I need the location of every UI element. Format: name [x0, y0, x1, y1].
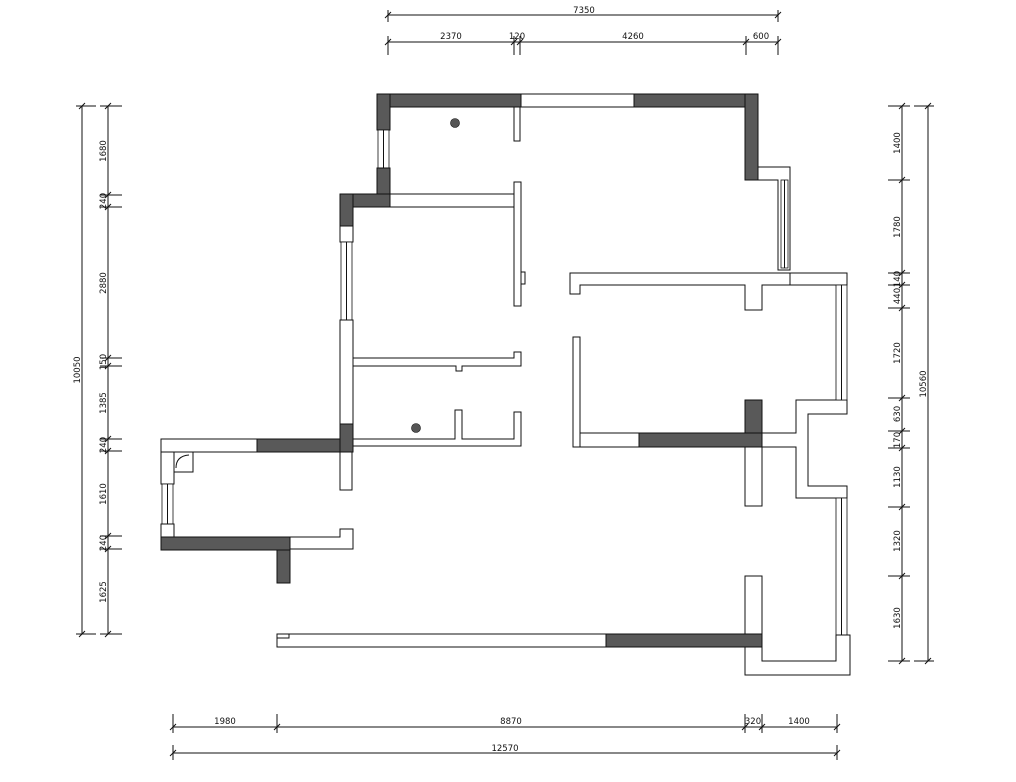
right-segment-label-1: 1400 — [893, 132, 903, 154]
left-segment-label-7: 1610 — [99, 483, 109, 505]
right-segment-label-9: 1320 — [893, 530, 903, 552]
top-wall-left — [376, 93, 522, 108]
left-wall-dark-small — [339, 423, 354, 453]
right-ext-wall-top — [789, 272, 848, 286]
left-wall-gap — [339, 225, 354, 243]
right-dimension-lines — [888, 102, 934, 665]
lower-left-top-wall — [160, 438, 258, 453]
left-dimension-lines — [76, 102, 122, 638]
step-wall-vert — [339, 193, 354, 227]
top-wall-right — [633, 93, 758, 108]
lower-left-partition — [289, 528, 354, 550]
mid-horizontal-wall — [352, 351, 522, 372]
right-segment-label-6: 630 — [893, 406, 903, 422]
top-short-stub — [513, 106, 521, 142]
left-segment-label-2: 240 — [99, 193, 109, 209]
left-segment-label-9: 1625 — [99, 581, 109, 603]
bottom-segment-label-4: 1400 — [788, 717, 810, 727]
walls — [160, 93, 851, 676]
right-bay-wall — [761, 399, 848, 499]
bottom-dimension-lines — [169, 714, 841, 760]
top-segment-label-2: 120 — [509, 32, 525, 42]
right-upper-corridor-wall — [569, 272, 791, 311]
left-total-label: 10050 — [73, 356, 83, 383]
lower-left-bottom-wall — [160, 536, 291, 551]
top-window-opening — [520, 93, 635, 108]
bottom-wall-light — [276, 633, 607, 648]
bedroom-right-left-wall — [572, 336, 581, 448]
left-segment-label-3: 2880 — [99, 272, 109, 294]
pipe-upper — [450, 118, 460, 128]
right-segment-label-4: 440 — [893, 288, 903, 304]
bottom-total-label: 12570 — [491, 744, 518, 754]
right-segment-label-7: 170 — [893, 432, 903, 448]
bottom-segment-label-1: 1980 — [214, 717, 236, 727]
top-total-label: 7350 — [573, 6, 595, 16]
bottom-wall-end — [276, 633, 290, 639]
top-right-column — [744, 93, 759, 181]
top-segment-label-4: 600 — [753, 32, 769, 42]
top-segment-label-1: 2370 — [440, 32, 462, 42]
bedroom-right-column — [744, 399, 763, 434]
bedroom-right-bottom-dark — [638, 432, 763, 448]
bottom-wall-dark — [605, 633, 763, 648]
bedroom-right-bottom-light — [579, 432, 640, 448]
lower-left-side-bottom — [160, 523, 175, 538]
top-dimension-lines — [384, 10, 782, 55]
left-segment-label-8: 240 — [99, 535, 109, 551]
left-wall-stub — [339, 451, 353, 491]
right-segment-label-8: 1130 — [893, 466, 903, 488]
left-segment-label-4: 150 — [99, 354, 109, 370]
bedroom-divider-vert — [513, 181, 522, 307]
left-upper-wall-block — [376, 93, 391, 131]
right-total-label: 10560 — [919, 370, 929, 397]
corner-fixture — [173, 451, 194, 473]
bottom-segment-label-2: 8870 — [500, 717, 522, 727]
left-wall-mid — [339, 319, 354, 425]
top-segment-label-3: 4260 — [622, 32, 644, 42]
right-segment-label-2: 1780 — [893, 216, 903, 238]
pipe-lower — [411, 423, 421, 433]
bath-lower-wall — [352, 409, 522, 447]
left-segment-label-1: 1680 — [99, 140, 109, 162]
right-segment-label-10: 1630 — [893, 607, 903, 629]
left-upper-wall-lower — [376, 167, 391, 195]
lower-left-column — [276, 549, 291, 584]
left-segment-label-6: 240 — [99, 437, 109, 453]
bedroom-notch — [520, 271, 526, 285]
right-lower-column — [744, 446, 763, 507]
lower-left-side-top — [160, 451, 175, 485]
bottom-segment-label-3: 320 — [745, 717, 761, 727]
left-segment-label-5: 1385 — [99, 392, 109, 414]
lower-left-top-wall-dark — [256, 438, 341, 453]
right-segment-label-5: 1720 — [893, 342, 903, 364]
lower-right-bay — [744, 575, 851, 676]
right-segment-label-3: 140 — [893, 271, 903, 287]
bedroom-divider-top — [389, 193, 515, 208]
